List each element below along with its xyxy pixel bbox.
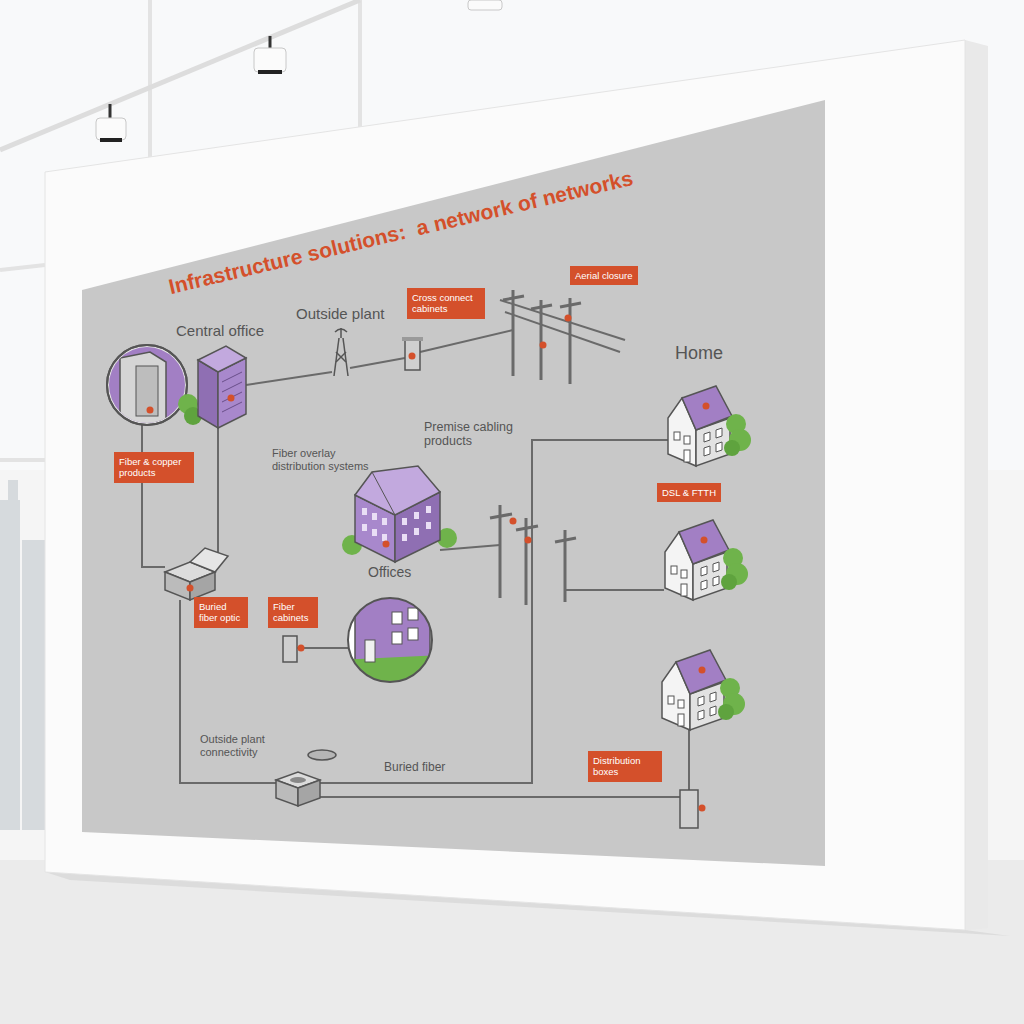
callout-box: Fiber & copper products [114, 452, 194, 483]
part-label: Buried fiber [384, 761, 445, 775]
part-label: Fiber overlay distribution systems [272, 447, 384, 472]
part-label: Outside plant [296, 305, 384, 322]
callout-box: Aerial closure [570, 266, 638, 285]
callout-box: DSL & FTTH [657, 483, 721, 502]
part-label: Central office [176, 322, 264, 339]
callout-box: Buried fiber optic [194, 597, 248, 628]
callout-text: Fiber cabinets [273, 601, 313, 624]
callout-box: Distribution boxes [588, 751, 662, 782]
callout-text: Cross connect cabinets [412, 292, 480, 315]
callout-text: Distribution boxes [593, 755, 657, 778]
part-label: Offices [368, 564, 411, 580]
part-label: Outside plant connectivity [200, 733, 290, 758]
callout-box: Cross connect cabinets [407, 288, 485, 319]
part-label: Premise cabling products [424, 420, 524, 449]
part-label: Home [675, 343, 723, 364]
callout-text: DSL & FTTH [662, 487, 716, 498]
callout-text: Buried fiber optic [199, 601, 243, 624]
callout-box: Fiber cabinets [268, 597, 318, 628]
callout-text: Fiber & copper products [119, 456, 189, 479]
callout-text: Aerial closure [575, 270, 633, 281]
